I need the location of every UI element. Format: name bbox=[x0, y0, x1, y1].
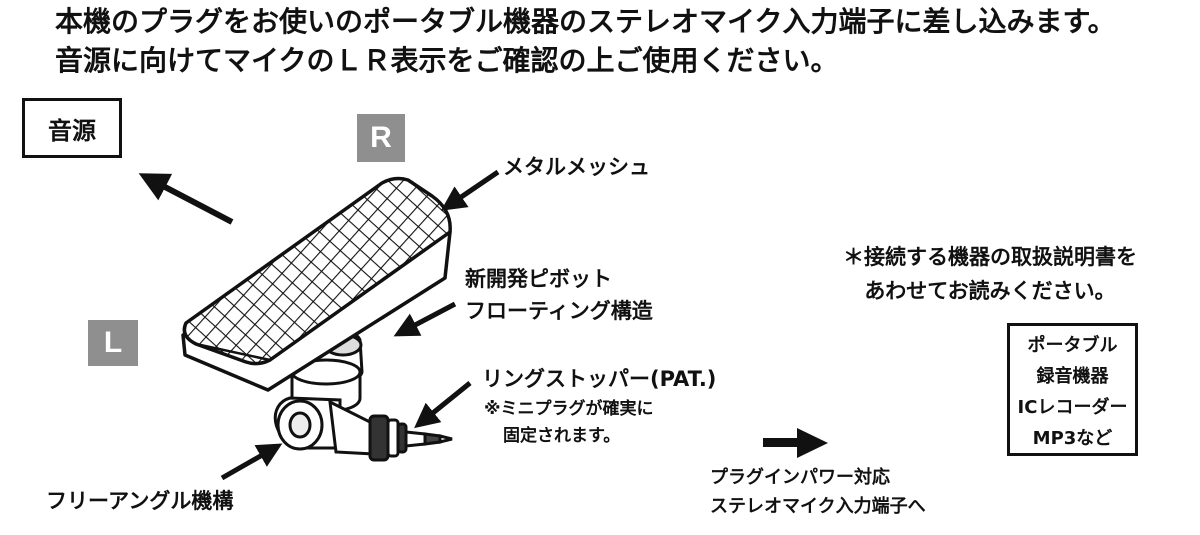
notice-line-2: あわせてお読みください。 bbox=[864, 279, 1116, 303]
mesh-callout-arrow bbox=[440, 169, 500, 211]
sound-source-box: 音源 bbox=[22, 98, 122, 158]
right-channel-badge: R bbox=[357, 114, 405, 162]
free-angle-label: フリーアングル機構 bbox=[46, 489, 234, 513]
device-line-1: ポータブル bbox=[1027, 335, 1118, 356]
device-line-4: MP3など bbox=[1032, 428, 1113, 449]
intro-line-2: 音源に向けてマイクのＬＲ表示をご確認の上ご使用ください。 bbox=[55, 44, 839, 77]
elbow-plug-assembly bbox=[273, 396, 453, 462]
free-angle-callout-arrow bbox=[220, 443, 283, 481]
ring-callout-arrow bbox=[414, 381, 472, 429]
metal-mesh-label: メタルメッシュ bbox=[503, 155, 650, 179]
device-line-2: 録音機器 bbox=[1036, 366, 1109, 387]
jack-label-line-2: ステレオマイク入力端子へ bbox=[710, 496, 926, 517]
source-direction-arrow bbox=[138, 173, 234, 225]
ring-stopper-note-line-2: 固定されます。 bbox=[503, 426, 621, 446]
pivot-label-line-2: フローティング構造 bbox=[465, 299, 653, 323]
jack-label-line-1: プラグインパワー対応 bbox=[710, 467, 890, 488]
insert-direction-arrow bbox=[763, 428, 828, 458]
pivot-callout-arrow bbox=[393, 301, 457, 337]
ring-stopper-note-line-1: ※ミニプラグが確実に bbox=[484, 399, 654, 419]
intro-line-1: 本機のプラグをお使いのポータブル機器のステレオマイク入力端子に差し込みます。 bbox=[55, 5, 1116, 38]
recording-device-box: ポータブル 録音機器 ICレコーダー MP3など bbox=[1007, 323, 1138, 456]
device-line-3: ICレコーダー bbox=[1017, 397, 1128, 418]
ring-stopper-label: リングストッパー(PAT.) bbox=[482, 367, 717, 391]
microphone-head bbox=[181, 176, 452, 392]
pivot-label-line-1: 新開発ピボット bbox=[465, 267, 612, 291]
sound-source-label: 音源 bbox=[48, 116, 96, 145]
notice-line-1: ＊接続する機器の取扱説明書を bbox=[843, 245, 1137, 269]
left-channel-badge: L bbox=[88, 320, 138, 366]
